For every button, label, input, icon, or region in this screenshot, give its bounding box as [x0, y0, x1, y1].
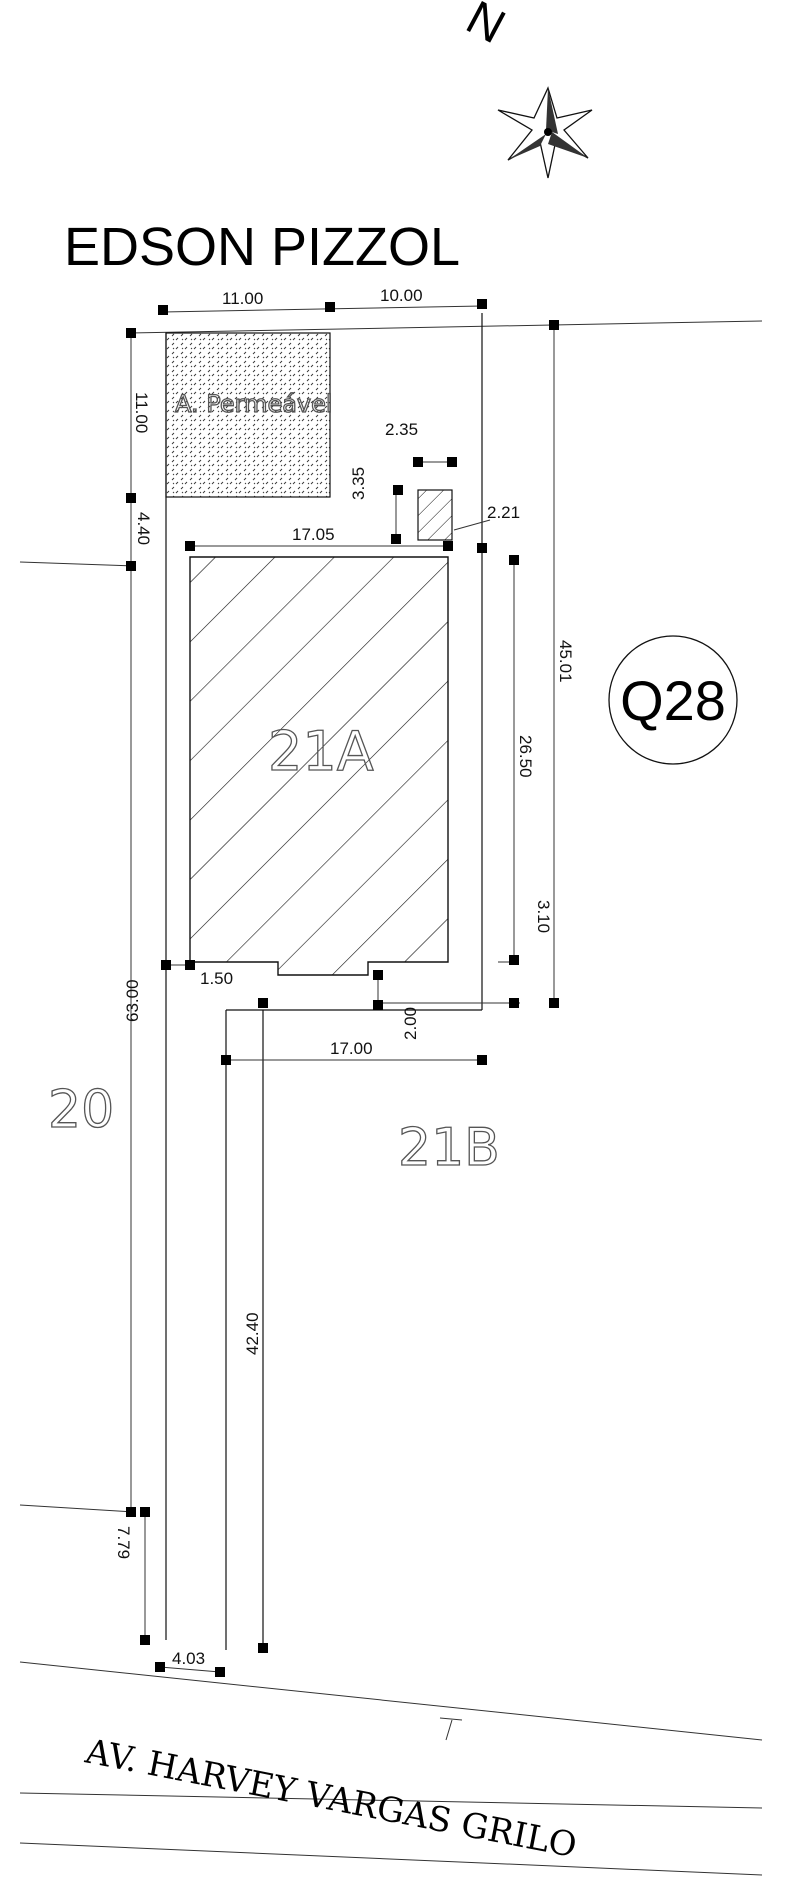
top-street-name: EDSON PIZZOL: [64, 217, 460, 277]
permeable-area-label: A. Permeável: [175, 390, 333, 418]
north-arrow-icon: N: [458, 0, 593, 179]
dim-small-width: 2.35: [385, 420, 418, 439]
dim-gap-right: 2.21: [487, 503, 520, 522]
dim-front-width: 4.03: [172, 1649, 205, 1668]
dim-top-left: 11.00: [222, 289, 263, 308]
dim-total-right: 45.01: [556, 640, 575, 683]
dim-permeable-side: 11.00: [132, 392, 151, 433]
dimension-markers: [126, 299, 559, 1677]
dim-setback-left: 1.50: [200, 969, 233, 988]
block-marker: [608, 635, 738, 765]
dim-top-right: 10.00: [380, 286, 423, 305]
permeable-area: [165, 332, 331, 498]
bottom-street-name: AV. HARVEY VARGAS GRILO: [81, 1731, 580, 1866]
dim-bottom-left: 7.79: [114, 1526, 133, 1559]
dim-left-gap: 4.40: [134, 512, 153, 545]
building-21a: [189, 556, 449, 976]
dimension-labels: 11.00 10.00 11.00 2.35 3.35 2.21 17.05 4…: [114, 286, 575, 1668]
north-label: N: [458, 0, 513, 54]
dim-building-width: 17.05: [292, 525, 335, 544]
dim-small-height: 3.35: [349, 467, 368, 500]
dim-setback-right: 3.10: [534, 900, 553, 933]
dim-step: 2.00: [401, 1007, 420, 1040]
lot-20-label: 20: [48, 1080, 114, 1140]
lot-21b-label: 21B: [398, 1118, 500, 1178]
lot-boundaries: [19, 313, 763, 1650]
small-structure: [417, 489, 453, 541]
lot-21a-label: 21A: [268, 720, 374, 783]
dimension-lines: [130, 305, 555, 1673]
dim-corridor: 42.40: [243, 1312, 262, 1355]
dim-building-depth: 26.50: [516, 735, 535, 778]
dim-lower-width: 17.00: [330, 1039, 373, 1058]
road: [19, 1661, 763, 1876]
block-label: Q28: [620, 669, 726, 732]
dim-total-left: 63.00: [123, 979, 142, 1022]
